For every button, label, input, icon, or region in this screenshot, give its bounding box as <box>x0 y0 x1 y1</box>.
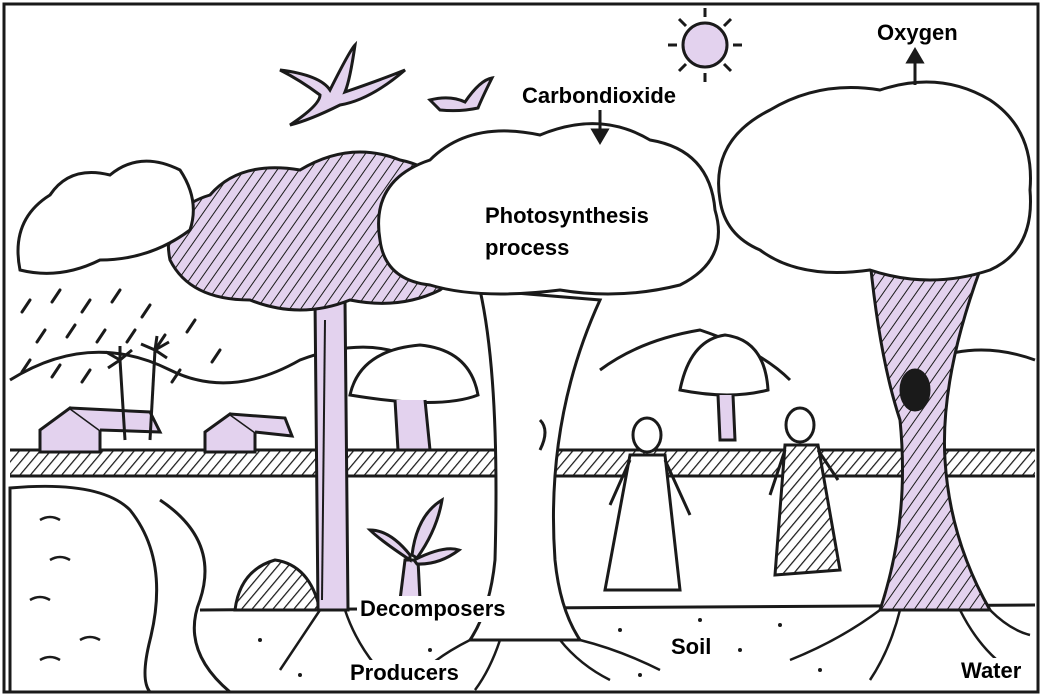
small-plant <box>370 500 459 600</box>
label-photosynthesis-line1: Photosynthesis <box>482 203 652 229</box>
village-houses <box>40 408 292 452</box>
bird-icon <box>280 45 492 125</box>
sun-icon <box>668 8 742 82</box>
label-soil: Soil <box>668 634 714 660</box>
tree-right <box>719 82 1031 610</box>
label-oxygen: Oxygen <box>877 20 958 46</box>
label-decomposers: Decomposers <box>357 596 509 622</box>
label-carbondioxide: Carbondioxide <box>519 83 679 109</box>
label-producers: Producers <box>347 660 462 686</box>
bush <box>235 560 320 610</box>
label-photosynthesis-line2: process <box>482 235 572 261</box>
label-water: Water <box>958 658 1024 684</box>
river <box>10 486 157 692</box>
